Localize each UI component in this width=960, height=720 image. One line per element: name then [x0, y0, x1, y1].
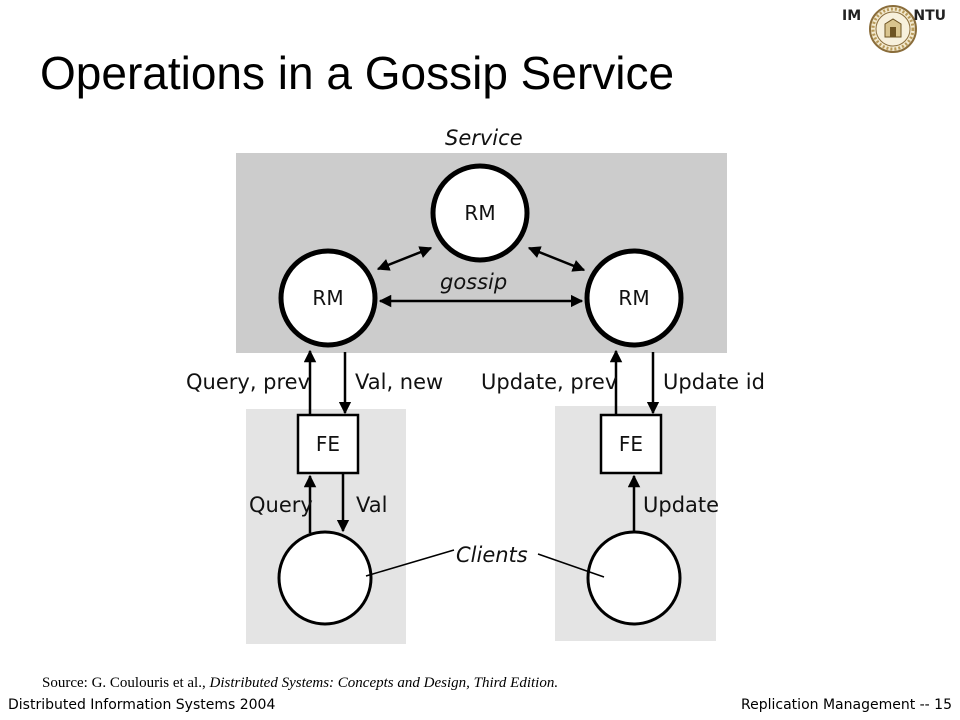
footer-slide-number: Replication Management -- 15	[741, 697, 952, 713]
logo-left-text: IM	[842, 8, 862, 24]
label-update-prev: Update, prev	[481, 370, 617, 394]
footer-course-name: Distributed Information Systems 2004	[8, 697, 276, 713]
rm-node-right: RM	[584, 248, 684, 348]
label-query-prev: Query, prev	[186, 370, 310, 394]
gossip-label: gossip	[440, 270, 507, 294]
label-val-new: Val, new	[355, 370, 443, 394]
client-circle-left	[277, 530, 373, 626]
rm-top-label: RM	[464, 201, 495, 225]
service-label: Service	[445, 126, 523, 150]
logo: IM NTU	[836, 4, 948, 60]
logo-right-text: NTU	[913, 8, 946, 24]
label-val: Val	[356, 493, 387, 517]
clients-label: Clients	[456, 543, 528, 567]
page-title: Operations in a Gossip Service	[40, 47, 675, 99]
fe-box-left: FE	[296, 413, 360, 475]
gossip-arrow-top-right	[527, 246, 586, 272]
clients-pointer-right	[537, 553, 605, 578]
source-citation: Source: G. Coulouris et al., Distributed…	[42, 675, 558, 692]
label-update: Update	[643, 493, 719, 517]
rm-node-top: RM	[430, 163, 530, 263]
client-circle-right	[586, 530, 682, 626]
clients-pointer-left	[365, 549, 455, 577]
rm-left-label: RM	[312, 286, 343, 310]
university-seal-icon	[869, 5, 917, 53]
fe-left-label: FE	[316, 432, 340, 456]
label-query: Query	[249, 493, 313, 517]
rm-right-label: RM	[618, 286, 649, 310]
source-prefix: Source: G. Coulouris et al.,	[42, 675, 210, 691]
source-book-title: Distributed Systems: Concepts and Design…	[209, 675, 559, 691]
gossip-arrow-top-left	[376, 246, 433, 271]
fe-box-right: FE	[599, 413, 663, 475]
rm-node-left: RM	[278, 248, 378, 348]
label-update-id: Update id	[663, 370, 765, 394]
fe-right-label: FE	[619, 432, 643, 456]
